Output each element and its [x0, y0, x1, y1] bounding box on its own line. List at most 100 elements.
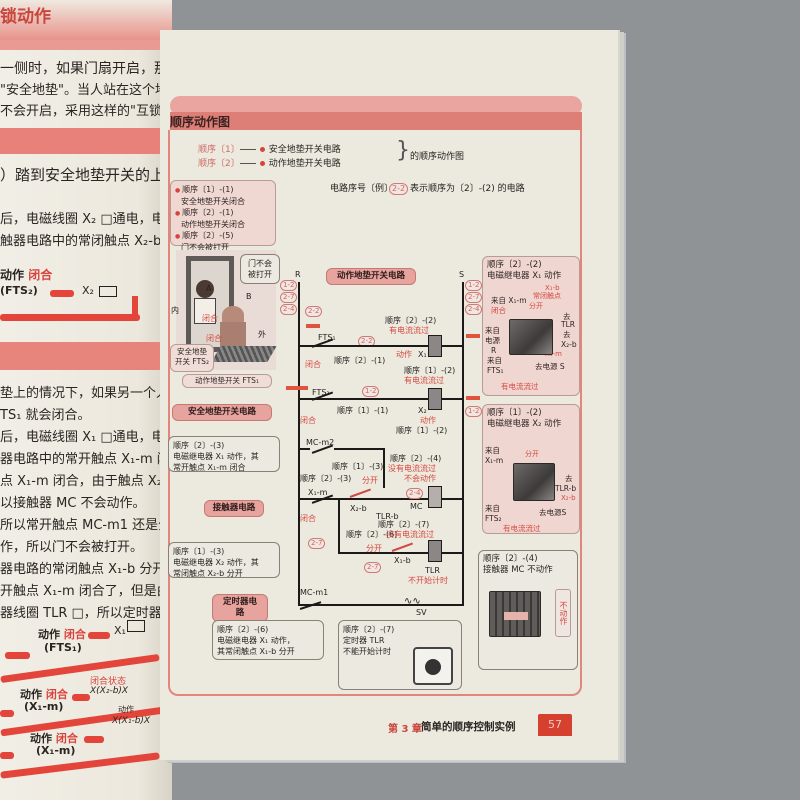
para3-line: 点 X₁-m 闭合，由于触点 X₂-b 是断: [0, 474, 172, 489]
current-arrow-icon: [286, 386, 308, 390]
label: 有电流流过: [501, 382, 539, 391]
fts1-label: FTS₁: [318, 333, 336, 342]
safety-mat-label: 安全地垫开关 FTS₂: [170, 344, 214, 372]
arrow-icon: [0, 710, 14, 717]
label: 来自: [487, 356, 502, 365]
label: X₁-b: [545, 284, 560, 292]
open-label: 分开: [362, 476, 378, 485]
para2-line2: 触器电路中的常闭触点 X₂-b 断开。: [0, 234, 172, 249]
wire: [300, 498, 462, 500]
seq-label: 顺序〔1〕-(3): [332, 462, 384, 471]
para3-line: 作，所以门不会被打开。: [0, 540, 144, 555]
label: 去: [565, 474, 573, 483]
timer-dial-icon: [413, 647, 453, 685]
label: 来自: [485, 504, 500, 513]
flow1-action: 动作 闭合: [0, 268, 53, 282]
label: 来自: [485, 326, 500, 335]
status-label: 不开始计时: [408, 576, 448, 585]
label: X₂-b: [561, 494, 576, 502]
callout-seq-1-3: 顺序〔1〕-(3) 电磁继电器 X₂ 动作，其 常闭触点 X₂-b 分开: [168, 542, 280, 578]
flow4-target: X(X₁-b)X: [112, 716, 151, 726]
callout-x2-relay: 顺序〔1〕-(2) 电磁继电器 X₂ 动作 来自 X₁-m 分开 去 TLR-b…: [482, 404, 580, 534]
status-label: 有电流流过: [389, 326, 429, 335]
pink-band-2: [0, 342, 172, 370]
person-a-icon: [196, 280, 214, 298]
contactor-device-icon: [489, 591, 541, 637]
label-closed: 闭合: [206, 334, 222, 343]
coil-box-icon: [99, 286, 117, 297]
seq-label: 顺序〔1〕-(2): [396, 426, 448, 435]
brace-icon: }: [396, 138, 410, 163]
scene-callout: 顺序〔1〕-(1) 安全地垫开关闭合 顺序〔2〕-(1) 动作地垫开关闭合 顺序…: [170, 180, 276, 252]
para3-line: 器电路的常闭触点 X₁-b 分开。: [0, 562, 172, 577]
tag: 1-2: [280, 280, 298, 291]
arrow-icon: [5, 652, 30, 659]
x1b-label: X₁-b: [394, 556, 411, 565]
rail-s: [462, 282, 464, 606]
mc-label: MC: [410, 502, 423, 511]
label: 分开: [529, 302, 543, 310]
flow4-source: (X₁-m): [36, 744, 76, 757]
header-band: [0, 0, 172, 40]
status-label: 不会动作: [404, 474, 436, 483]
wire: [300, 448, 310, 450]
flow1-target: X₂: [82, 284, 94, 297]
dial-knob: [425, 659, 441, 675]
label: TLR-b: [555, 484, 577, 493]
label-b: B: [246, 292, 252, 301]
status-label: 没有电流流过: [386, 530, 434, 539]
contactor-label-plate: [504, 612, 528, 620]
tag: 1-2: [362, 386, 380, 397]
status-label: 有电流流过: [404, 376, 444, 385]
label: 来自: [485, 446, 500, 455]
arrow-bend: [132, 296, 138, 320]
seq-label: 顺序〔2〕-(1): [334, 356, 386, 365]
coil-box-icon: [127, 620, 145, 632]
label: 电源: [485, 336, 500, 345]
flow3-note: 闭合状态: [90, 677, 127, 687]
seq-label: 顺序〔2〕-(6): [346, 530, 398, 539]
action-mat-circuit-label: 动作地垫开关电路: [326, 268, 416, 285]
callout-seq-2-7: 顺序〔2〕-(7) 定时器 TLR 不能开始计时: [338, 620, 462, 690]
tlr-label: TLR: [425, 566, 440, 575]
person-b-icon: [222, 306, 244, 324]
callout-seq-2-6: 顺序〔2〕-(6) 电磁继电器 X₁ 动作， 其常闭触点 X₁-b 分开: [212, 620, 324, 660]
callout-seq-2-3: 顺序〔2〕-(3) 电磁继电器 X₁ 动作，其 常开触点 X₁-m 闭合: [168, 436, 280, 472]
wire: [300, 604, 462, 606]
flow4-note: 动作: [118, 705, 134, 714]
wire: [383, 448, 385, 488]
legend-suffix: 的顺序动作图: [410, 152, 465, 162]
label: X₁-m: [485, 456, 504, 465]
label: X₁-m: [545, 350, 562, 358]
flow4-action: 动作 闭合: [30, 732, 78, 745]
page-number: 57: [538, 714, 572, 736]
seq-label: 顺序〔2〕-(3): [300, 474, 352, 483]
circuit-number-prefix: 电路序号〔例〕:: [330, 184, 397, 194]
seq-label: 顺序〔1〕-(1): [337, 406, 389, 415]
label-closed: 闭合: [202, 314, 218, 323]
section-title: 顺序动作图: [170, 115, 231, 129]
x2b-label: X₂-b: [350, 504, 367, 513]
flow2-source: (FTS₁): [44, 641, 82, 654]
footer-chapter: 第 3 章: [388, 724, 422, 735]
arrow-icon: [84, 736, 104, 743]
para2-line1: 后，电磁线圈 X₂ □通电，电磁继电: [0, 212, 172, 227]
arrow-icon: [50, 290, 74, 297]
callout-mc-contactor: 顺序〔2〕-(4) 接触器 MC 不动作 不动作: [478, 550, 578, 670]
band-stripe: [0, 40, 172, 50]
label: 去: [563, 312, 571, 321]
section-title-fragment: 锁动作: [0, 2, 51, 27]
relay-device-icon: [509, 319, 553, 355]
wire: [338, 552, 462, 554]
label: FTS₁: [487, 366, 504, 375]
label: 去电源S: [539, 508, 567, 517]
person-a-body: [194, 298, 216, 324]
label-inside: 内: [171, 306, 179, 315]
label: 有电流流过: [503, 524, 541, 533]
door-note: 门不会被打开: [240, 254, 280, 284]
label-outside: 外: [258, 330, 266, 339]
sv-label: SV: [416, 608, 427, 617]
tag: 2-7: [308, 538, 326, 549]
tag: 1-2: [465, 406, 483, 417]
arrow-icon: [88, 632, 110, 639]
